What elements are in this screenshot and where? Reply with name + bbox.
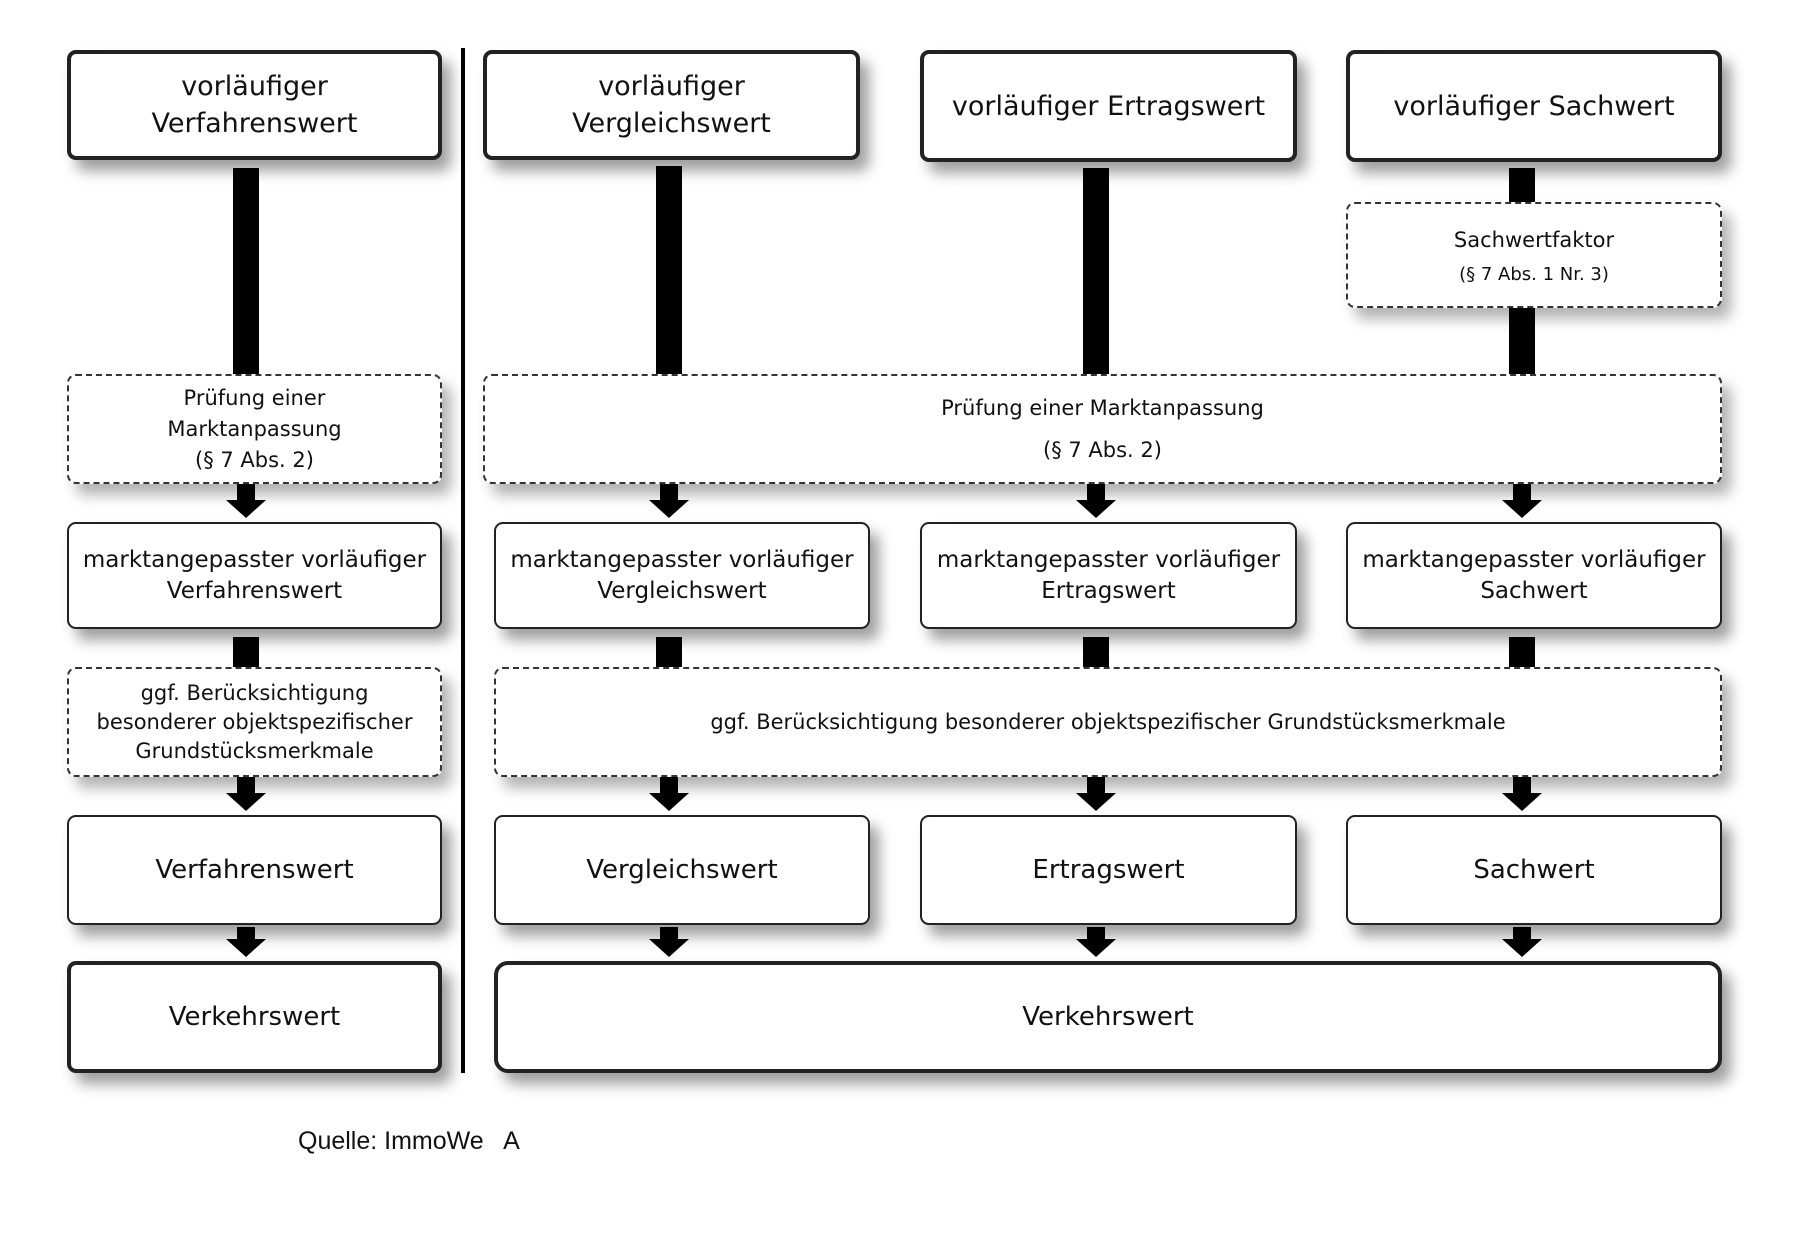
box-label: besonderer objektspezifischer — [96, 709, 413, 734]
box-label: Prüfung einer Marktanpassung — [941, 396, 1264, 420]
market-adjustment-check-box: Prüfung einer Marktanpassung (§ 7 Abs. 2… — [67, 374, 442, 484]
box-label: Sachwert — [1480, 577, 1588, 604]
comparison-value-box: Vergleichswert — [494, 815, 870, 925]
box-label: ggf. Berücksichtigung — [140, 680, 369, 705]
special-features-box: ggf. Berücksichtigung besonderer objekts… — [67, 667, 442, 777]
connector-bar — [233, 168, 259, 374]
adjusted-income-value-box: marktangepasster vorläufiger Ertragswert — [920, 522, 1297, 629]
box-label: Vergleichswert — [597, 577, 767, 604]
box-label: Grundstücksmerkmale — [135, 738, 374, 763]
preliminary-comparison-value-box: vorläufiger Vergleichswert — [483, 50, 860, 160]
box-label: Ertragswert — [1032, 855, 1185, 885]
box-label: ggf. Berücksichtigung besonderer objekts… — [710, 709, 1506, 734]
connector-bar — [1083, 637, 1109, 667]
box-label: (§ 7 Abs. 1 Nr. 3) — [1459, 264, 1609, 285]
procedure-value-box: Verfahrenswert — [67, 815, 442, 925]
box-label: (§ 7 Abs. 2) — [195, 447, 314, 472]
connector-bar — [656, 637, 682, 667]
box-label: Vergleichswert — [572, 108, 771, 139]
preliminary-asset-value-box: vorläufiger Sachwert — [1346, 50, 1722, 162]
box-label: vorläufiger — [181, 71, 328, 102]
box-label: Vergleichswert — [586, 855, 778, 885]
box-label: Verfahrenswert — [155, 855, 354, 885]
box-label: (§ 7 Abs. 2) — [1043, 438, 1162, 462]
box-label: Verkehrswert — [168, 1002, 341, 1032]
market-adjustment-check-box-wide: Prüfung einer Marktanpassung (§ 7 Abs. 2… — [483, 374, 1722, 484]
column-divider — [461, 48, 465, 1073]
preliminary-income-value-box: vorläufiger Ertragswert — [920, 50, 1297, 162]
box-label: Marktanpassung — [167, 416, 342, 441]
connector-bar — [1509, 637, 1535, 667]
box-label: Verfahrenswert — [151, 108, 358, 139]
market-value-box-wide: Verkehrswert — [494, 961, 1722, 1073]
adjusted-procedure-value-box: marktangepasster vorläufiger Verfahrensw… — [67, 522, 442, 629]
box-label: marktangepasster vorläufiger — [1362, 546, 1706, 573]
connector-bar — [1083, 168, 1109, 374]
adjusted-asset-value-box: marktangepasster vorläufiger Sachwert — [1346, 522, 1722, 629]
box-label: marktangepasster vorläufiger — [82, 546, 427, 573]
connector-bar — [656, 166, 682, 374]
box-label: Verkehrswert — [1022, 1002, 1194, 1032]
preliminary-procedure-value-box: vorläufiger Verfahrenswert — [67, 50, 442, 160]
box-label: marktangepasster vorläufiger — [510, 546, 854, 573]
box-label: Prüfung einer — [183, 385, 326, 410]
source-caption: Quelle: ImmoWe A — [298, 1127, 520, 1155]
box-label: Sachwertfaktor — [1453, 228, 1615, 252]
box-label: Sachwert — [1473, 855, 1595, 885]
connector-bar — [233, 637, 259, 667]
box-label: vorläufiger — [598, 71, 745, 102]
asset-value-factor-box: Sachwertfaktor (§ 7 Abs. 1 Nr. 3) — [1346, 202, 1722, 308]
market-value-box-left: Verkehrswert — [67, 961, 442, 1073]
income-value-box: Ertragswert — [920, 815, 1297, 925]
box-label: Verfahrenswert — [166, 577, 343, 604]
adjusted-comparison-value-box: marktangepasster vorläufiger Vergleichsw… — [494, 522, 870, 629]
box-label: marktangepasster vorläufiger — [936, 546, 1281, 573]
connector-bar — [1509, 168, 1535, 202]
box-label: vorläufiger Sachwert — [1393, 90, 1675, 122]
asset-value-box: Sachwert — [1346, 815, 1722, 925]
special-features-box-wide: ggf. Berücksichtigung besonderer objekts… — [494, 667, 1722, 777]
box-label: Ertragswert — [1041, 577, 1176, 604]
box-label: vorläufiger Ertragswert — [951, 90, 1266, 122]
connector-bar — [1509, 308, 1535, 374]
